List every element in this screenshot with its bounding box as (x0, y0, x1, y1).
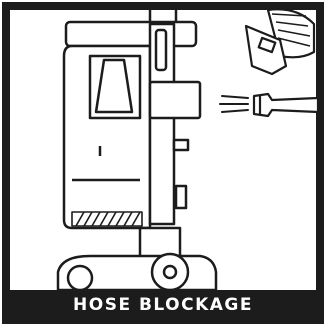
front-roller (68, 266, 92, 290)
vent-stripes (72, 212, 142, 226)
brush-attachment-illustration (246, 9, 314, 74)
caption-title: HOSE BLOCKAGE (73, 295, 253, 315)
spine-grip (156, 30, 166, 70)
vacuum-body-illustration (58, 10, 216, 290)
caption-bar: HOSE BLOCKAGE (10, 290, 316, 320)
upper-cap (66, 22, 196, 46)
airflow-lines (220, 96, 248, 112)
hose-crevice-tool-illustration (254, 94, 318, 116)
hose-connector (150, 82, 200, 118)
side-latch (174, 140, 188, 150)
